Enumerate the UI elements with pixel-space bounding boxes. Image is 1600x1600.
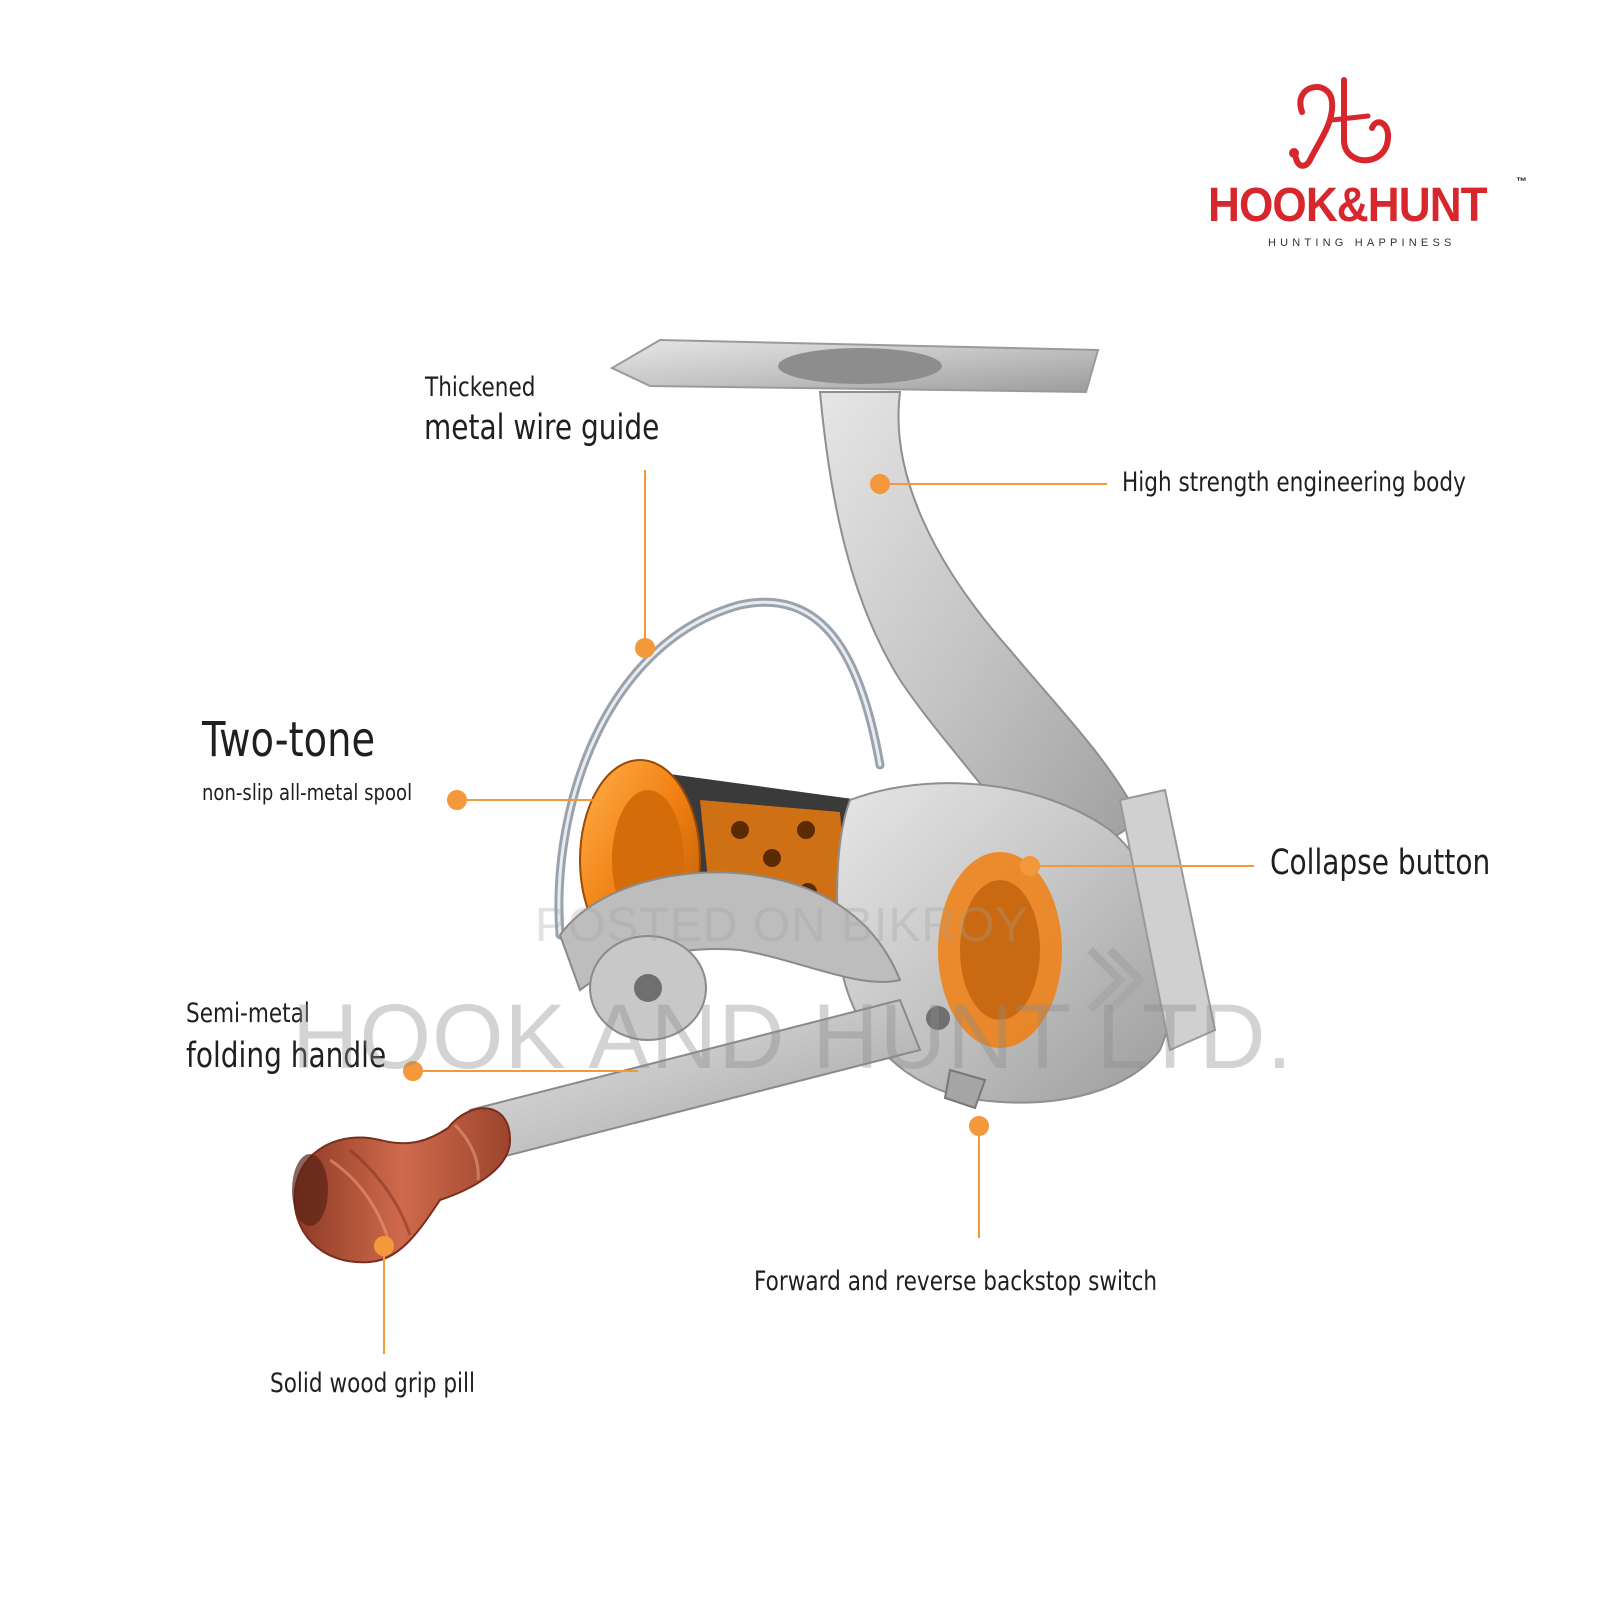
body-dot [870, 474, 890, 494]
watermark-posted: POSTED ON BIKROY [535, 899, 1029, 952]
spool-label-line1: Two-tone [202, 712, 376, 768]
brand-name: HOOK&HUNT [1208, 179, 1488, 232]
reel-housing [836, 782, 1217, 1104]
hook-logo-icon [1289, 77, 1392, 169]
wire-guide-label-line2: metal wire guide [424, 408, 660, 448]
trademark-symbol: ™ [1516, 176, 1527, 188]
wood-knob [292, 1107, 512, 1264]
spool-label-line2: non-slip all-metal spool [202, 781, 413, 806]
wire-guide-dot [635, 638, 655, 658]
handle-label-line2: folding handle [186, 1036, 387, 1076]
grip-label: Solid wood grip pill [270, 1368, 476, 1399]
grip-dot [374, 1236, 394, 1256]
collapse-label: Collapse button [1270, 843, 1491, 883]
callout-lines [374, 470, 1254, 1354]
watermark-company: HOOK AND HUNT LTD. [292, 986, 1294, 1088]
handle-dot [403, 1061, 423, 1081]
brand-tagline: HUNTING HAPPINESS [1268, 237, 1456, 249]
backstop-label: Forward and reverse backstop switch [754, 1266, 1158, 1297]
reel-foot [609, 338, 1100, 394]
reel-handle [468, 935, 987, 1162]
handle-label-line1: Semi-metal [186, 998, 310, 1029]
collapse-dot [1020, 856, 1040, 876]
wire-guide-label-line1: Thickened [425, 372, 536, 403]
body-label: High strength engineering body [1122, 467, 1466, 498]
spool-dot [447, 790, 467, 810]
backstop-dot [969, 1116, 989, 1136]
